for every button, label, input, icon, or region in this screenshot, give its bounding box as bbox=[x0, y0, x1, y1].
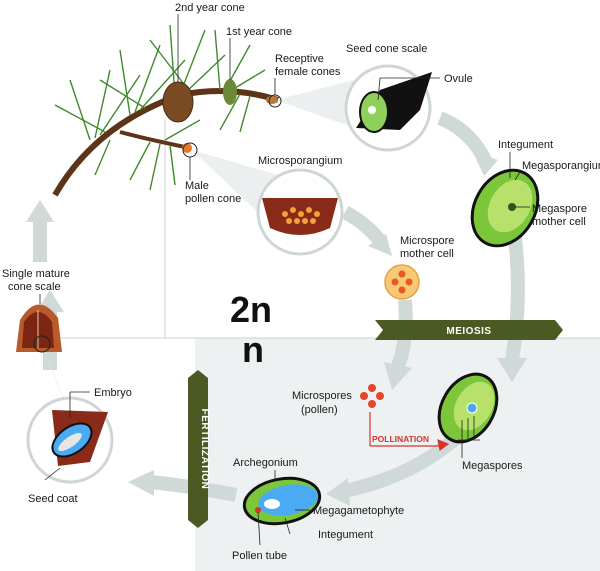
label-male-1: Male bbox=[185, 180, 209, 192]
label-integument-top: Integument bbox=[498, 139, 553, 151]
label-male-2: pollen cone bbox=[185, 193, 241, 205]
microspores-pollen bbox=[360, 384, 384, 408]
label-integument-bottom: Integument bbox=[318, 529, 373, 541]
arrow-heads bbox=[26, 150, 527, 506]
pollination-connector bbox=[369, 412, 450, 452]
label-single-mature-1: Single mature bbox=[2, 268, 70, 280]
zoom-cone-male bbox=[192, 150, 278, 222]
arrow-micro-to-mothercell bbox=[341, 205, 388, 249]
diploid-label: 2n bbox=[230, 289, 272, 330]
label-microspore-2: mother cell bbox=[400, 248, 454, 260]
label-embryo: Embryo bbox=[94, 387, 132, 399]
microsporangium-inset bbox=[256, 168, 344, 256]
label-ovule: Ovule bbox=[444, 73, 473, 85]
label-archegonium: Archegonium bbox=[233, 457, 298, 469]
pine-branch bbox=[52, 24, 282, 197]
diagram-labels: 2nd year cone 1st year cone Receptive fe… bbox=[2, 2, 600, 562]
label-megaspores: Megaspores bbox=[462, 460, 523, 472]
megaspores-ovule bbox=[437, 372, 499, 444]
label-receptive-1: Receptive bbox=[275, 53, 324, 65]
fertilization-label: FERTILIZATION bbox=[199, 409, 210, 490]
arrowhead-2 bbox=[368, 234, 392, 256]
label-receptive-2: female cones bbox=[275, 66, 341, 78]
seed-cone-scale-inset bbox=[344, 64, 440, 152]
microspore-mother-cell bbox=[384, 264, 420, 300]
label-single-mature-2: cone scale bbox=[8, 281, 61, 293]
label-megasporangium: Megasporangium bbox=[522, 160, 600, 172]
arrowhead-5 bbox=[326, 478, 350, 506]
female-cones-shape bbox=[266, 96, 278, 104]
label-microspores-2: (pollen) bbox=[301, 404, 338, 416]
label-microsporangium: Microsporangium bbox=[258, 155, 342, 167]
arrowhead-1 bbox=[472, 150, 498, 176]
label-megaspore-2: mother cell bbox=[532, 216, 586, 228]
label-second-year-cone: 2nd year cone bbox=[175, 2, 245, 14]
leader-lines bbox=[39, 14, 463, 481]
arrow-megaspore-down bbox=[505, 237, 525, 362]
label-microspores-1: Microspores bbox=[292, 390, 352, 402]
arrowhead-8 bbox=[26, 200, 54, 222]
arrowhead-4 bbox=[384, 362, 412, 390]
archegonium-ovule bbox=[242, 470, 322, 546]
pollination-label: POLLINATION bbox=[372, 434, 429, 444]
second-year-cone-shape bbox=[162, 81, 194, 123]
arrowhead-6 bbox=[128, 470, 154, 496]
first-year-cone-shape bbox=[223, 79, 237, 105]
label-microspore-1: Microspore bbox=[400, 235, 454, 247]
seed-embryo-inset bbox=[26, 391, 114, 484]
label-first-year-cone: 1st year cone bbox=[226, 26, 292, 38]
meiosis-label: MEIOSIS bbox=[446, 326, 491, 337]
meiosis-banner: MEIOSIS bbox=[375, 320, 563, 340]
fertilization-banner: FERTILIZATION bbox=[188, 370, 210, 528]
mature-cone-scale bbox=[16, 304, 62, 353]
label-megaspore-1: Megaspore bbox=[532, 203, 587, 215]
label-seed-coat: Seed coat bbox=[28, 493, 78, 505]
megasporangium-ovule bbox=[470, 152, 540, 248]
haploid-label: n bbox=[242, 329, 264, 370]
label-megagametophyte: Megagametophyte bbox=[313, 505, 404, 517]
label-seed-cone-scale: Seed cone scale bbox=[346, 43, 427, 55]
arrowhead-3 bbox=[497, 358, 527, 382]
label-pollen-tube: Pollen tube bbox=[232, 550, 287, 562]
